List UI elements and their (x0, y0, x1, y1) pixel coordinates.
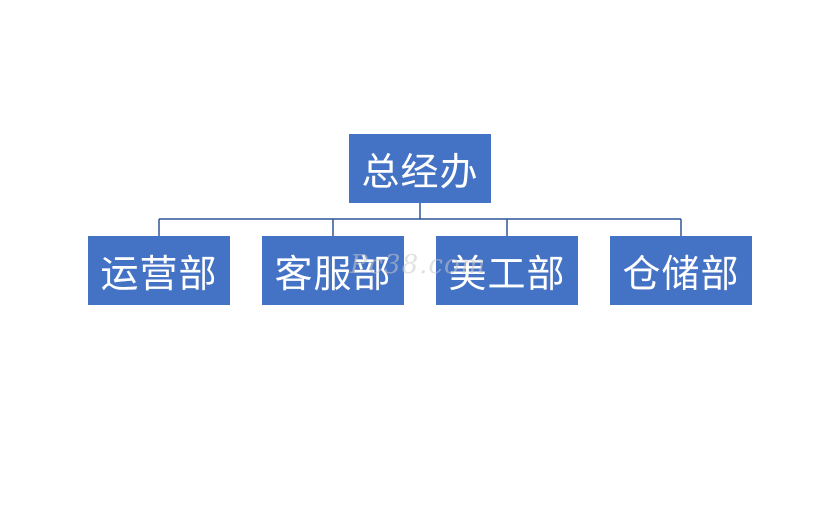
org-node-operations-label: 运营部 (100, 252, 218, 296)
org-node-customer-service[interactable]: 客服部 (262, 236, 404, 305)
org-node-customer-service-label: 客服部 (274, 252, 392, 296)
org-node-warehouse[interactable]: 仓储部 (610, 236, 752, 305)
org-node-warehouse-label: 仓储部 (622, 252, 740, 296)
org-node-design[interactable]: 美工部 (436, 236, 578, 305)
org-node-operations[interactable]: 运营部 (88, 236, 230, 305)
org-node-design-label: 美工部 (448, 252, 566, 296)
org-node-root-label: 总经办 (361, 150, 479, 194)
org-node-root[interactable]: 总经办 (349, 134, 491, 203)
